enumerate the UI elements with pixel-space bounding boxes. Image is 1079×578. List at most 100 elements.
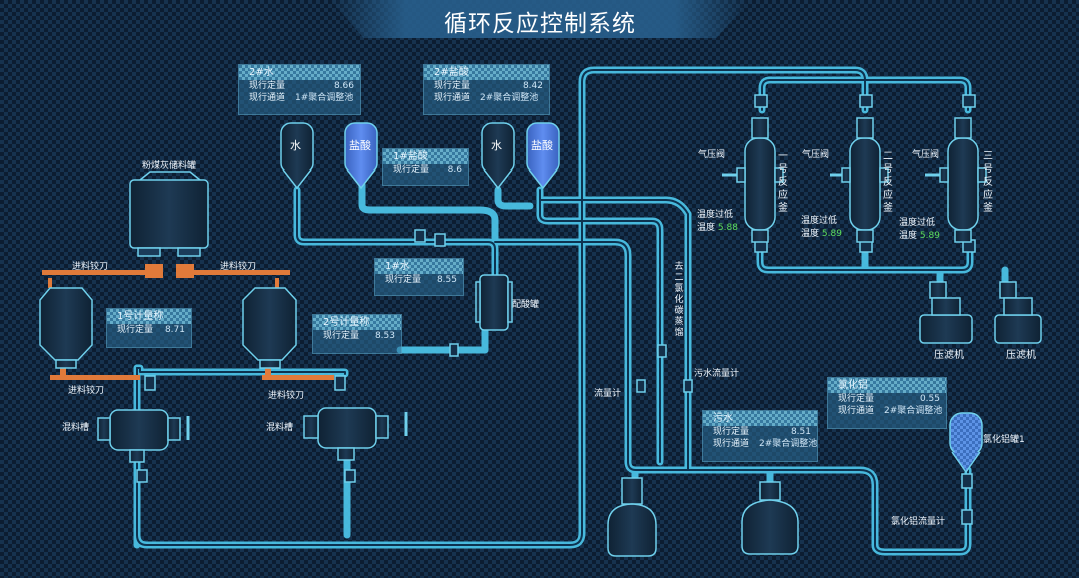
reactor-3-name: 三号反应釜 bbox=[983, 151, 993, 214]
panel-water2: 2#水 现行定量 8.66 现行通道 1#聚合调整池 bbox=[238, 64, 361, 115]
mixer-2 bbox=[303, 407, 408, 461]
weigh-hopper-1 bbox=[39, 287, 93, 369]
temp-title: 温度 bbox=[899, 231, 918, 241]
discharge-knife-1-label: 进料铰刀 bbox=[68, 386, 105, 396]
panel-value: 0.55 bbox=[919, 394, 940, 404]
reactor-1-temp: 温度 5.88 bbox=[697, 220, 738, 233]
reactor-3-temp-status: 温度过低 bbox=[899, 218, 936, 228]
powder-bin bbox=[129, 171, 209, 257]
filter-press-2-label: 压滤机 bbox=[1006, 350, 1036, 361]
panel-alcl: 氯化铝 现行定量 0.55 现行通道 2#聚合调整池 bbox=[827, 377, 947, 429]
feed-knife-left-label: 进料铰刀 bbox=[72, 262, 109, 272]
panel-label: 现行定量 bbox=[434, 81, 471, 91]
panel-label: 现行通道 bbox=[434, 93, 471, 103]
panel-header: 2#盐酸 bbox=[424, 65, 549, 80]
acid-tank-b bbox=[526, 122, 560, 190]
flow-meter-label: 流量计 bbox=[594, 389, 622, 399]
panel-value: 8.66 bbox=[333, 81, 354, 91]
panel-value: 8.53 bbox=[374, 331, 395, 341]
water-tank-a-label: 水 bbox=[290, 139, 301, 152]
panel-header: 2#水 bbox=[239, 65, 360, 80]
reactor-3-temp: 温度 5.89 bbox=[899, 228, 940, 241]
mixer-1-label: 混料槽 bbox=[62, 423, 90, 433]
panel-label: 现行定量 bbox=[838, 394, 875, 404]
panel-acid2: 2#盐酸 现行定量 8.42 现行通道 2#聚合调整池 bbox=[423, 64, 550, 115]
filter-press-2 bbox=[994, 281, 1042, 344]
panel-label: 现行定量 bbox=[117, 325, 154, 335]
feed-knife-right-label: 进料铰刀 bbox=[220, 262, 257, 272]
panel-label: 现行定量 bbox=[385, 275, 422, 285]
temp-title: 温度 bbox=[801, 229, 820, 239]
panel-label: 现行通道 bbox=[713, 439, 750, 449]
filter-press-1-label: 压滤机 bbox=[934, 350, 964, 361]
acid-mix-tank bbox=[475, 274, 513, 331]
powder-bin-label: 粉煤灰储料罐 bbox=[142, 161, 197, 171]
reactor-1-valve-label: 气压阀 bbox=[698, 150, 726, 160]
temp-value: 5.89 bbox=[919, 231, 940, 241]
panel-label: 现行通道 bbox=[249, 93, 286, 103]
reactor-2-temp: 温度 5.89 bbox=[801, 226, 842, 239]
collect-tank-2 bbox=[741, 481, 799, 555]
panel-water1: 1#水 现行定量 8.55 bbox=[374, 258, 464, 296]
panel-header: 氯化铝 bbox=[828, 378, 946, 393]
panel-value: 8.55 bbox=[436, 275, 457, 285]
panel-value: 8.6 bbox=[447, 165, 462, 175]
reactor-2-temp-status: 温度过低 bbox=[801, 216, 838, 226]
panel-meter1: 1号计量称 现行定量 8.71 bbox=[106, 308, 192, 348]
panel-label: 现行定量 bbox=[249, 81, 286, 91]
panel-header: 1#盐酸 bbox=[383, 149, 468, 164]
reactor-1-name: 一号反应釜 bbox=[778, 151, 788, 214]
water-tank-b bbox=[481, 122, 515, 190]
panel-label: 现行定量 bbox=[323, 331, 360, 341]
title-banner bbox=[330, 0, 750, 38]
panel-header: 1号计量称 bbox=[107, 309, 191, 324]
alcl-tank bbox=[949, 412, 983, 474]
panel-value: 8.51 bbox=[790, 427, 811, 437]
panel-header: 1#水 bbox=[375, 259, 463, 274]
panel-header: 污水 bbox=[703, 411, 817, 426]
vertical-pipe-label: 去二氯化碳蒸馏 bbox=[674, 262, 684, 338]
reactor-2 bbox=[830, 117, 889, 243]
panel-meter2: 2号计量称 现行定量 8.53 bbox=[312, 314, 402, 354]
panel-value: 2#聚合调整池 bbox=[884, 406, 943, 416]
panel-acid1: 1#盐酸 现行定量 8.6 bbox=[382, 148, 469, 186]
panel-value: 8.71 bbox=[164, 325, 185, 335]
water-tank-a bbox=[280, 122, 314, 190]
panel-value: 2#聚合调整池 bbox=[759, 439, 818, 449]
panel-value: 1#聚合调整池 bbox=[295, 93, 354, 103]
collect-tank-1 bbox=[607, 477, 657, 557]
temp-title: 温度 bbox=[697, 223, 716, 233]
feed-knives bbox=[42, 264, 334, 380]
panel-label: 现行通道 bbox=[838, 406, 875, 416]
reactor-3-valve-label: 气压阀 bbox=[912, 150, 940, 160]
panel-label: 现行定量 bbox=[393, 165, 430, 175]
acid-tank-a bbox=[344, 122, 378, 190]
reactor-1-temp-status: 温度过低 bbox=[697, 210, 734, 220]
panel-value: 8.42 bbox=[522, 81, 543, 91]
filter-press-1 bbox=[919, 281, 973, 344]
discharge-knife-2-label: 进料铰刀 bbox=[268, 391, 305, 401]
panel-value: 2#聚合调整池 bbox=[480, 93, 539, 103]
sewage-flow-label: 污水流量计 bbox=[694, 369, 740, 379]
acid-tank-a-label: 盐酸 bbox=[349, 139, 371, 152]
temp-value: 5.89 bbox=[821, 229, 842, 239]
panel-label: 现行定量 bbox=[713, 427, 750, 437]
water-tank-b-label: 水 bbox=[491, 139, 502, 152]
reactor-2-name: 二号反应釜 bbox=[883, 151, 893, 214]
alcl-tank-label: 氯化铝罐1 bbox=[983, 435, 1025, 445]
reactor-1 bbox=[722, 117, 784, 243]
mixer-1 bbox=[97, 409, 190, 463]
page-title: 循环反应控制系统 bbox=[444, 11, 636, 37]
alcl-flow-label: 氯化铝流量计 bbox=[891, 517, 946, 527]
temp-value: 5.88 bbox=[717, 223, 738, 233]
reactor-3 bbox=[925, 117, 987, 243]
reactor-2-valve-label: 气压阀 bbox=[802, 150, 830, 160]
panel-header: 2号计量称 bbox=[313, 315, 401, 330]
acid-mix-tank-label: 配酸罐 bbox=[512, 300, 540, 310]
panel-sewage: 污水 现行定量 8.51 现行通道 2#聚合调整池 bbox=[702, 410, 818, 462]
mixer-2-label: 混料槽 bbox=[266, 423, 294, 433]
weigh-hopper-2 bbox=[242, 287, 297, 369]
acid-tank-b-label: 盐酸 bbox=[531, 139, 553, 152]
